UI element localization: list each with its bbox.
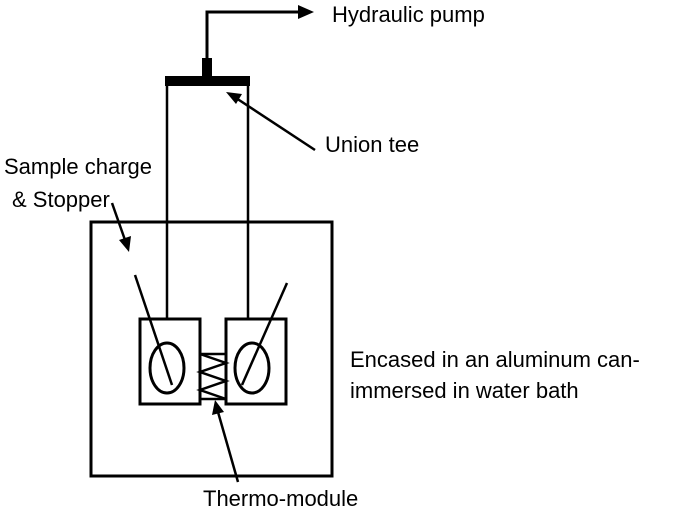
label-encased-line1: Encased in an aluminum can- xyxy=(350,347,640,372)
right-sample-cell xyxy=(224,282,289,406)
sample-charge-pointer xyxy=(110,202,131,252)
right-stopper xyxy=(233,341,271,395)
thermo-module-element xyxy=(196,352,230,401)
thermo-module-pointer xyxy=(212,400,240,483)
label-union-tee: Union tee xyxy=(325,132,419,157)
union-tee-pointer xyxy=(226,92,316,152)
hydraulic-pump-arrowhead xyxy=(298,5,314,19)
label-stopper: & Stopper xyxy=(12,187,110,212)
hydraulic-pump-line xyxy=(205,5,314,60)
union-tee-bar xyxy=(165,76,250,86)
label-sample-charge: Sample charge xyxy=(4,154,152,179)
left-sample-cell xyxy=(133,274,202,406)
label-thermo-module: Thermo-module xyxy=(203,486,358,511)
union-tee-stem xyxy=(202,58,212,78)
label-encased-line2: immersed in water bath xyxy=(350,378,579,403)
aluminum-can xyxy=(89,220,334,478)
left-stopper xyxy=(148,341,186,395)
label-hydraulic-pump: Hydraulic pump xyxy=(332,2,485,27)
